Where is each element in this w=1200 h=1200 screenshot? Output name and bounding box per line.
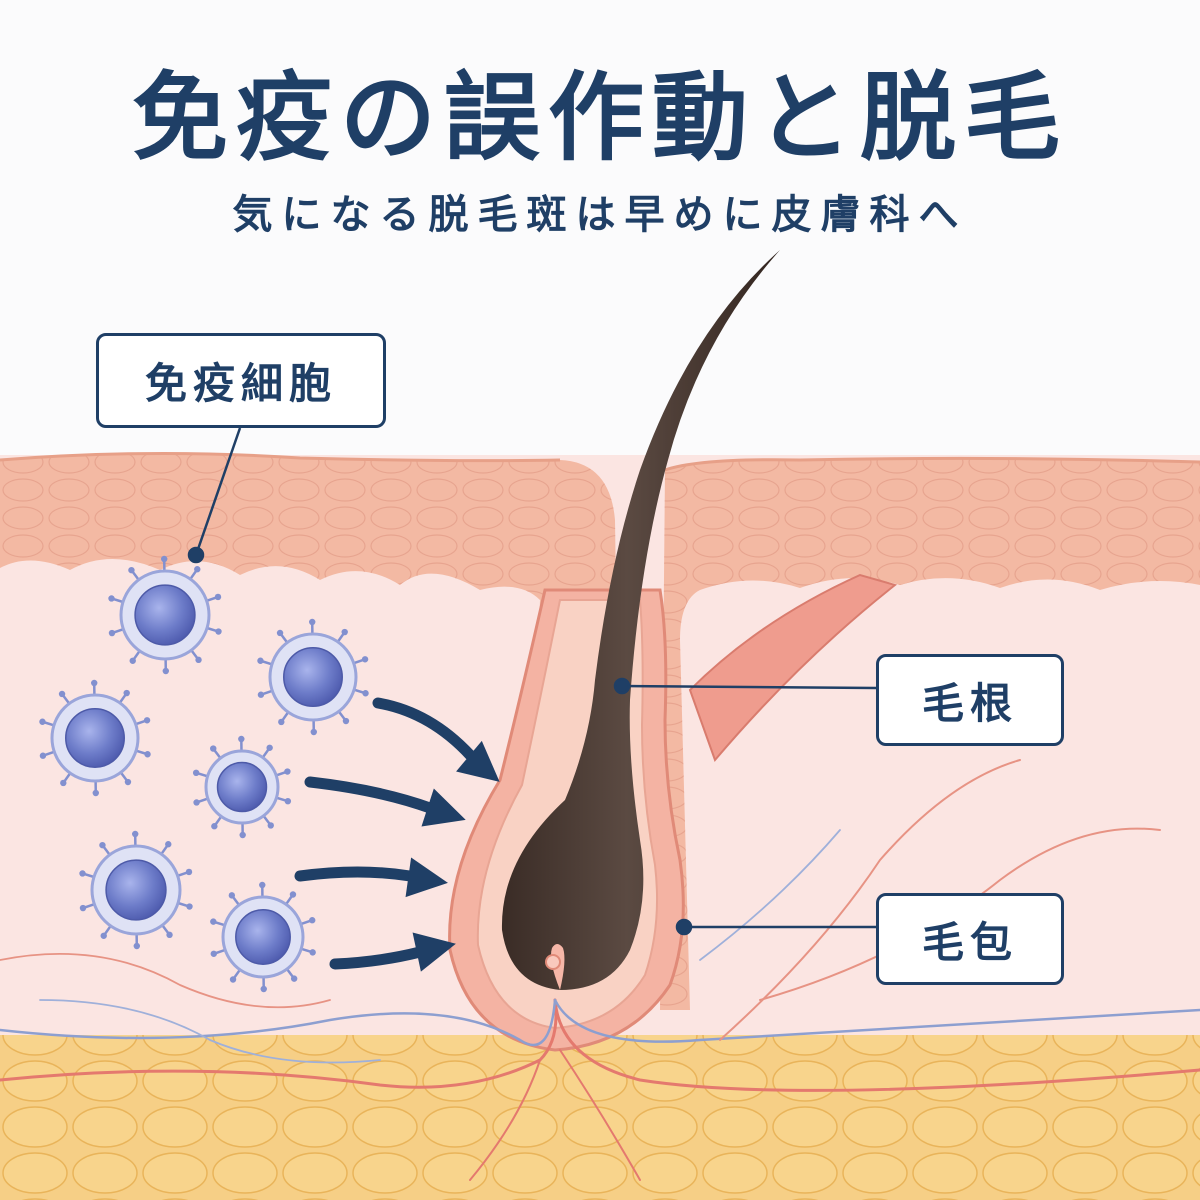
lymphocyte-icon bbox=[257, 618, 369, 736]
leader-line-immune bbox=[194, 427, 242, 556]
arrow-right-icon bbox=[372, 697, 500, 782]
label-hair-root: 毛根 bbox=[876, 654, 1064, 746]
immune-cells-group bbox=[39, 555, 369, 993]
lymphocyte-icon bbox=[79, 830, 193, 950]
arrow-right-icon bbox=[294, 857, 448, 898]
page-title: 免疫の誤作動と脱毛 bbox=[132, 62, 1068, 174]
lymphocyte-icon bbox=[108, 555, 222, 675]
arrow-right-icon bbox=[329, 932, 456, 972]
fat-layer bbox=[0, 1035, 1200, 1200]
leader-lines bbox=[187, 427, 877, 936]
attack-arrows bbox=[294, 697, 500, 972]
hair-shaft bbox=[501, 250, 780, 990]
lymphocyte-icon bbox=[210, 881, 316, 993]
page-subtitle: 気になる脱毛斑は早めに皮膚科へ bbox=[232, 192, 968, 238]
leader-dot-root bbox=[613, 677, 631, 695]
label-immune-cells: 免疫細胞 bbox=[96, 333, 386, 428]
blood-vessels bbox=[0, 759, 1200, 1181]
lymphocyte-icon bbox=[39, 679, 151, 797]
arrector-pili-muscle bbox=[688, 573, 898, 762]
leader-dot-follicle bbox=[675, 918, 693, 936]
label-hair-follicle: 毛包 bbox=[876, 893, 1064, 985]
arrow-right-icon bbox=[304, 776, 466, 827]
leader-line-root bbox=[621, 684, 877, 690]
leader-dot-immune bbox=[187, 546, 205, 564]
lymphocyte-icon bbox=[192, 735, 292, 839]
